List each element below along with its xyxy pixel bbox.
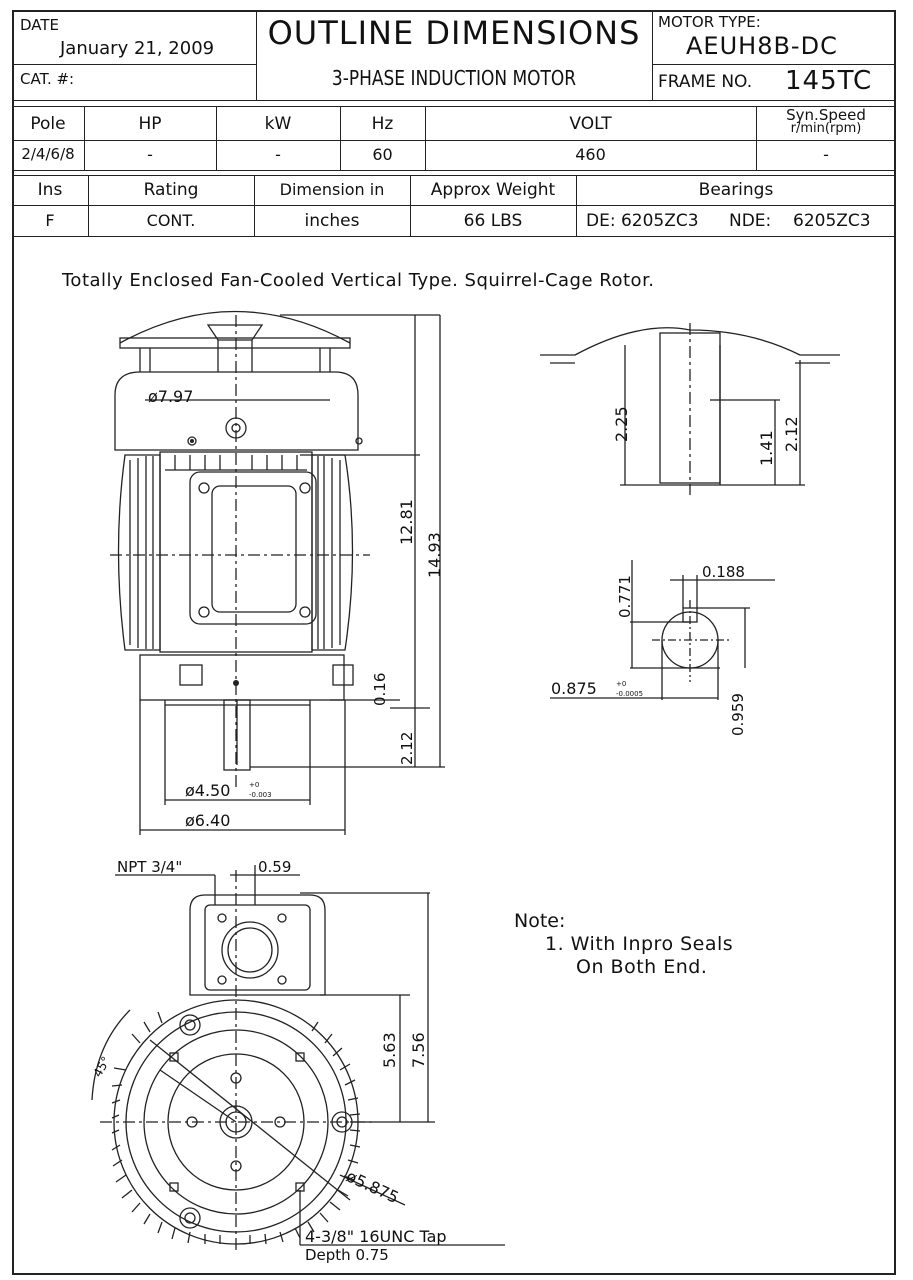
table-cell-volt: 460 <box>575 145 606 164</box>
header-divider <box>652 10 653 100</box>
table-line <box>84 106 85 170</box>
fan-cap-arc <box>119 310 351 344</box>
table-cell-ins: F <box>45 211 55 230</box>
dim-pilot-diameter: ø4.50 <box>185 781 230 800</box>
table-cell-rating: CONT. <box>146 211 196 230</box>
table-cell-hp: - <box>147 145 153 164</box>
date-label: DATE <box>20 16 60 34</box>
table-header-weight: Approx Weight <box>430 180 556 200</box>
tap-spec-line-1: 4-3/8" 16UNC Tap <box>305 1227 447 1246</box>
table-cell-bearing-de: DE: 6205ZC3 <box>586 211 699 231</box>
frame-value: 145TC <box>785 66 873 96</box>
dim-shaft-length: 2.12 <box>398 732 416 765</box>
fan-cover <box>114 371 359 451</box>
note-title: Note: <box>514 910 566 932</box>
table-line <box>12 170 896 171</box>
table-cell-weight: 66 LBS <box>463 211 523 231</box>
dim-box-height-1: 5.63 <box>380 1032 399 1068</box>
header-divider <box>12 64 256 65</box>
terminal-box <box>189 471 317 625</box>
table-line <box>12 205 896 206</box>
table-line <box>425 106 426 170</box>
dim-key-depth: 0.771 <box>616 575 634 618</box>
table-cell-dimension: inches <box>304 211 360 231</box>
dim-key-width: 0.188 <box>702 563 745 581</box>
dim-angle: 45° <box>90 1054 113 1079</box>
header-divider <box>652 64 896 65</box>
dim-npt: NPT 3/4" <box>117 858 182 876</box>
table-header-hp: HP <box>138 114 162 134</box>
table-header-pole: Pole <box>30 114 66 134</box>
dim-height-total: 14.93 <box>425 532 444 578</box>
table-header-kw: kW <box>264 114 292 134</box>
front-terminal-box <box>189 894 326 996</box>
dim-shaft-key-height: 0.959 <box>729 693 747 736</box>
table-header-ins: Ins <box>37 180 63 200</box>
table-cell-pole: 2/4/6/8 <box>21 145 75 163</box>
dim-bolt-circle: ø5.875 <box>343 1166 401 1207</box>
dim-box-offset: 0.59 <box>258 858 291 876</box>
dim-height-body: 12.81 <box>397 499 416 545</box>
dim-fan-diameter: ø7.97 <box>148 387 193 406</box>
dim-shaft-tol-upper: +0 <box>616 680 626 688</box>
dim-box-height-2: 7.56 <box>409 1032 428 1068</box>
table-cell-bearing-nde-label: NDE: <box>729 211 772 231</box>
header-bottom-line <box>12 106 896 107</box>
table-line <box>12 140 896 141</box>
date-value: January 21, 2009 <box>60 38 215 59</box>
dim-top-right-height: 2.12 <box>782 416 801 452</box>
dim-shaft-diameter: 0.875 <box>551 679 597 698</box>
dim-shaft-tol-lower: -0.0005 <box>616 690 643 698</box>
table-line <box>216 106 217 170</box>
table-cell-bearing-nde: 6205ZC3 <box>793 211 871 231</box>
drawing-sheet <box>12 10 896 1275</box>
header-divider <box>256 10 257 100</box>
frame-label: FRAME NO. <box>658 72 753 92</box>
table-cell-kw: - <box>275 145 281 164</box>
note-line-1: 1. With Inpro Seals <box>545 933 734 955</box>
table-header-rating: Rating <box>143 180 199 200</box>
dim-top-box-height: 1.41 <box>757 430 776 466</box>
drawing-subtitle: 3-PHASE INDUCTION MOTOR <box>331 66 577 90</box>
dim-flange-thickness: 0.16 <box>371 673 389 706</box>
table-line <box>12 175 896 176</box>
table-header-dimension: Dimension in <box>279 180 385 199</box>
dim-pilot-tol-upper: +0 <box>249 781 259 789</box>
cooling-fins <box>111 1011 361 1245</box>
table-line <box>88 175 89 236</box>
table-line <box>410 175 411 236</box>
tap-spec-line-2: Depth 0.75 <box>305 1246 389 1264</box>
table-cell-syn-speed: - <box>823 145 829 164</box>
dim-top-height: 2.25 <box>612 406 631 442</box>
dim-flange-diameter: ø6.40 <box>185 811 230 830</box>
table-line <box>12 236 896 237</box>
table-line <box>576 175 577 236</box>
dim-pilot-tol-lower: -0.003 <box>249 791 272 799</box>
motor-type-value: AEUH8B-DC <box>686 32 838 60</box>
table-line <box>254 175 255 236</box>
table-line <box>340 106 341 170</box>
table-cell-hz: 60 <box>372 145 393 164</box>
table-header-volt: VOLT <box>569 114 612 134</box>
header-bottom-line <box>12 100 896 101</box>
motor-type-label: MOTOR TYPE: <box>658 13 761 31</box>
table-line <box>756 106 757 170</box>
cat-label: CAT. #: <box>20 70 75 88</box>
drawing-title: OUTLINE DIMENSIONS <box>267 14 641 52</box>
note-line-2: On Both End. <box>576 956 708 978</box>
table-header-bearings: Bearings <box>698 180 774 200</box>
table-header-syn-speed: Syn.Speed <box>786 106 866 124</box>
table-header-rpm: r/min(rpm) <box>790 121 862 136</box>
table-header-hz: Hz <box>371 114 394 134</box>
motor-description: Totally Enclosed Fan-Cooled Vertical Typ… <box>62 270 655 291</box>
